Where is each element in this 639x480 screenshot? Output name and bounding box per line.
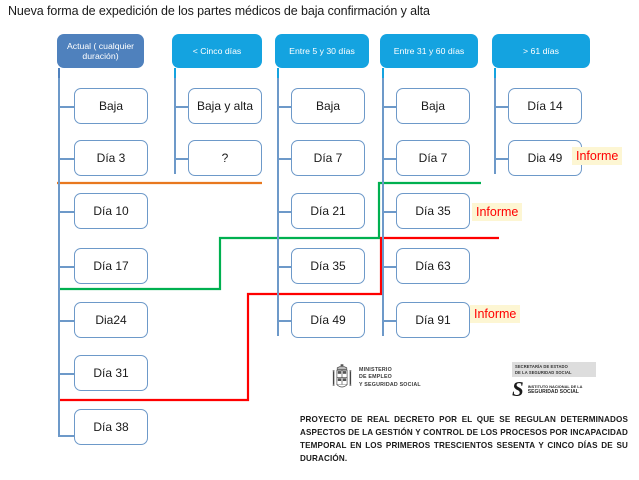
column-trunk-1 (58, 78, 60, 436)
ministerio-line-1: MINISTERIO (359, 366, 392, 373)
column-trunk-4 (382, 78, 384, 336)
page-title: Nueva forma de expedición de los partes … (8, 4, 430, 18)
item-box-c1-dia31[interactable]: Día 31 (74, 355, 148, 391)
ss-header-block: SECRETARÍA DE ESTADO DE LA SEGURIDAD SOC… (512, 362, 596, 378)
ministerio-text-block: MINISTERIO DE EMPLEO Y SEGURIDAD SOCIAL (359, 367, 421, 390)
item-box-c5-dia14[interactable]: Día 14 (508, 88, 582, 124)
header-stub-5 (494, 68, 496, 78)
spain-coat-of-arms-icon (330, 363, 354, 393)
item-stub (277, 266, 291, 268)
informe-tag-c5-dia49: Informe (572, 147, 623, 165)
header-stub-4 (382, 68, 384, 78)
column-header-mas-61-dias[interactable]: > 61 días (492, 34, 590, 68)
item-box-c1-dia3[interactable]: Día 3 (74, 140, 148, 176)
column-trunk-5 (494, 78, 496, 174)
item-stub (277, 211, 291, 213)
item-box-c1-baja[interactable]: Baja (74, 88, 148, 124)
item-stub (58, 211, 74, 213)
item-stub (58, 320, 74, 322)
logo-seguridad-social: SECRETARÍA DE ESTADO DE LA SEGURIDAD SOC… (512, 362, 596, 402)
item-stub (382, 106, 396, 108)
item-stub (382, 211, 396, 213)
item-box-c4-baja[interactable]: Baja (396, 88, 470, 124)
item-stub (494, 106, 508, 108)
item-stub (494, 158, 508, 160)
ss-mark-line-1: INSTITUTO NACIONAL DE LA (527, 384, 583, 390)
ss-body-block: S INSTITUTO NACIONAL DE LA SEGURIDAD SOC… (512, 377, 596, 402)
item-stub (382, 266, 396, 268)
header-stub-2 (174, 68, 176, 78)
ss-mark-line-2: SEGURIDAD SOCIAL (527, 388, 579, 395)
informe-tag-c4-dia91: Informe (470, 305, 521, 323)
item-stub (277, 320, 291, 322)
column-header-entre-5-y-30[interactable]: Entre 5 y 30 días (275, 34, 369, 68)
header-stub-1 (58, 68, 60, 78)
item-box-c4-dia7[interactable]: Día 7 (396, 140, 470, 176)
item-stub (58, 373, 74, 375)
logo-ministerio: MINISTERIO DE EMPLEO Y SEGURIDAD SOCIAL (330, 363, 421, 393)
item-box-c3-dia35[interactable]: Día 35 (291, 248, 365, 284)
seguridad-social-s-icon: S (512, 377, 524, 402)
informe-tag-c4-dia35: Informe (472, 203, 523, 221)
ss-mark-text: INSTITUTO NACIONAL DE LA SEGURIDAD SOCIA… (528, 384, 583, 394)
item-box-c1-dia24[interactable]: Dia24 (74, 302, 148, 338)
item-stub (58, 106, 74, 108)
header-stub-3 (277, 68, 279, 78)
ss-head-line-1: SECRETARÍA DE ESTADO (515, 364, 568, 369)
item-box-c3-dia21[interactable]: Día 21 (291, 193, 365, 229)
column-header-actual[interactable]: Actual ( cualquier duración) (57, 34, 144, 68)
item-box-c2-interrogante[interactable]: ? (188, 140, 262, 176)
item-box-c2-baja-y-alta[interactable]: Baja y alta (188, 88, 262, 124)
item-stub (382, 158, 396, 160)
item-stub (277, 158, 291, 160)
item-stub (277, 106, 291, 108)
item-stub (174, 158, 188, 160)
ministerio-line-2: DE EMPLEO (359, 374, 392, 381)
item-stub (174, 106, 188, 108)
item-box-c1-dia10[interactable]: Día 10 (74, 193, 148, 229)
item-stub (58, 266, 74, 268)
column-trunk-2 (174, 78, 176, 174)
item-box-c3-baja[interactable]: Baja (291, 88, 365, 124)
item-box-c1-dia17[interactable]: Día 17 (74, 248, 148, 284)
item-box-c1-dia38[interactable]: Día 38 (74, 409, 148, 445)
column-header-entre-31-y-60[interactable]: Entre 31 y 60 días (380, 34, 478, 68)
item-box-c3-dia7[interactable]: Día 7 (291, 140, 365, 176)
item-box-c3-dia49[interactable]: Día 49 (291, 302, 365, 338)
column-header-menos-cinco-dias[interactable]: < Cinco días (172, 34, 262, 68)
item-box-c4-dia35[interactable]: Día 35 (396, 193, 470, 229)
item-stub (58, 158, 74, 160)
footer-decree-text: PROYECTO DE REAL DECRETO POR EL QUE SE R… (300, 415, 628, 463)
ss-head-line-2: DE LA SEGURIDAD SOCIAL (515, 369, 572, 375)
item-stub (382, 320, 396, 322)
item-box-c5-dia49[interactable]: Dia 49 (508, 140, 582, 176)
column-trunk-3 (277, 78, 279, 336)
item-box-c4-dia91[interactable]: Día 91 (396, 302, 470, 338)
item-stub (58, 435, 74, 437)
ministerio-line-3: Y SEGURIDAD SOCIAL (359, 381, 421, 388)
item-box-c4-dia63[interactable]: Día 63 (396, 248, 470, 284)
